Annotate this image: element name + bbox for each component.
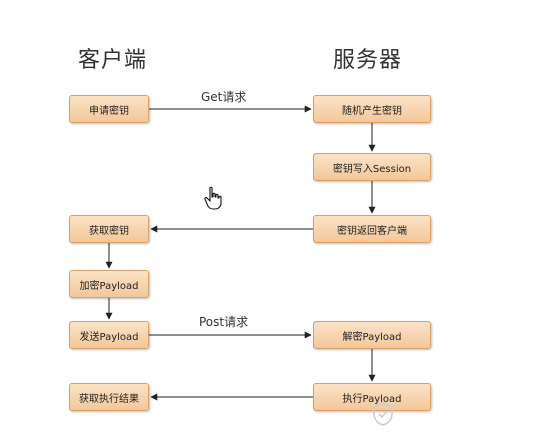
shield-logo-icon: [373, 402, 393, 426]
get-result-box: 获取执行结果: [69, 383, 149, 411]
get-key-box: 获取密钥: [69, 215, 149, 243]
decrypt-payload-box: 解密Payload: [313, 321, 431, 349]
client-column-title: 客户端: [78, 48, 148, 73]
hand-pointer-icon: [204, 186, 222, 210]
post-request-label: Post请求: [199, 315, 249, 329]
server-column-title: 服务器: [333, 48, 403, 73]
get-request-label: Get请求: [201, 90, 247, 104]
apply-key-box: 申请密钥: [69, 95, 149, 123]
generate-key-box: 随机产生密钥: [313, 95, 431, 123]
execute-payload-box: 执行Payload: [313, 383, 431, 411]
encrypt-payload-box: 加密Payload: [69, 270, 149, 298]
send-payload-box: 发送Payload: [69, 321, 149, 349]
return-key-box: 密钥返回客户端: [313, 215, 431, 243]
write-session-box: 密钥写入Session: [313, 153, 431, 181]
